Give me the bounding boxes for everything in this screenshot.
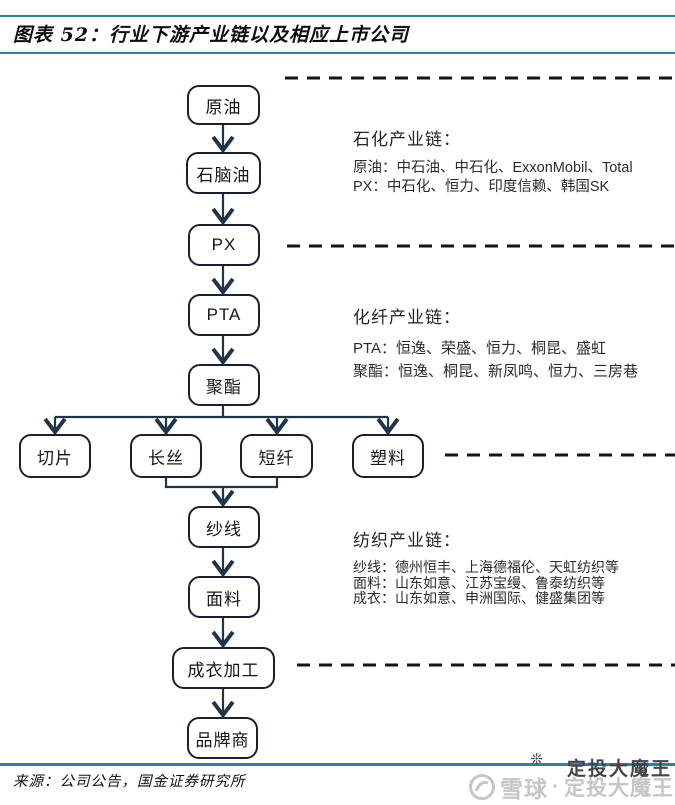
node-polyester: 聚酯 <box>188 364 260 406</box>
node-px: PX <box>188 224 260 266</box>
textile-line-yarn: 纱线：德州恒丰、上海德福伦、天虹纺织等 <box>353 559 619 575</box>
petrochemical-heading: 石化产业链： <box>353 130 461 149</box>
chemical-fiber-line-polyester: 聚酯：恒逸、桐昆、新凤鸣、恒力、三房巷 <box>353 363 639 380</box>
xueqiu-wordmark: 雪球 <box>500 776 548 802</box>
node-fabric: 面料 <box>188 576 260 618</box>
petrochemical-line-px: PX：中石化、恒力、印度信赖、韩国SK <box>353 179 610 195</box>
chemical-fiber-line-pta: PTA：恒逸、荣盛、恒力、桐昆、盛虹 <box>353 340 607 357</box>
watermark-gray-row: 雪球 · 定投大魔王 <box>468 770 674 804</box>
node-crude-oil: 原油 <box>187 85 260 125</box>
source-note: 来源：公司公告，国金证券研究所 <box>13 774 246 790</box>
node-plastic: 塑料 <box>352 434 424 478</box>
annotation-petrochemical-chain: 石化产业链： 原油：中石油、中石化、ExxonMobil、Total PX：中石… <box>353 125 671 197</box>
title-bottom-rule <box>0 52 675 54</box>
node-staple-fiber: 短纤 <box>240 434 313 478</box>
textile-line-fabric: 面料：山东如意、江苏宝缦、鲁泰纺织等 <box>353 574 605 591</box>
textile-line-garment: 成衣：山东如意、申洲国际、健盛集团等 <box>353 590 605 606</box>
petrochemical-line-crude-oil: 原油：中石油、中石化、ExxonMobil、Total <box>353 160 633 176</box>
sparkle-icon: ❊ <box>530 751 543 768</box>
watermark-separator: · <box>552 775 560 798</box>
node-pta: PTA <box>188 294 260 336</box>
watermark-name-gray: 定投大魔王 <box>564 777 674 800</box>
node-yarn: 纱线 <box>188 506 260 548</box>
watermark-group: ❊ 定投大魔王 雪球 · 定投大魔王 <box>460 748 675 805</box>
watermark-name-dark: 定投大魔王 <box>566 759 672 780</box>
node-brand: 品牌商 <box>187 717 258 759</box>
annotation-chemical-fiber-chain: 化纤产业链： PTA：恒逸、荣盛、恒力、桐昆、盛虹 聚酯：恒逸、桐昆、新凤鸣、恒… <box>353 303 671 383</box>
chemical-fiber-heading: 化纤产业链： <box>353 308 461 327</box>
footer-rule <box>0 763 675 766</box>
node-naphtha: 石脑油 <box>186 152 261 194</box>
node-garment-processing: 成衣加工 <box>172 647 275 689</box>
figure-title: 图表 52：行业下游产业链以及相应上市公司 <box>13 24 410 46</box>
annotation-textile-chain: 纺织产业链： 纱线：德州恒丰、上海德福伦、天虹纺织等 面料：山东如意、江苏宝缦、… <box>353 526 671 607</box>
textile-heading: 纺织产业链： <box>353 531 461 550</box>
node-filament: 长丝 <box>130 434 202 478</box>
node-chip: 切片 <box>19 434 91 478</box>
xueqiu-logo-icon <box>469 774 495 800</box>
title-top-rule <box>0 15 675 17</box>
